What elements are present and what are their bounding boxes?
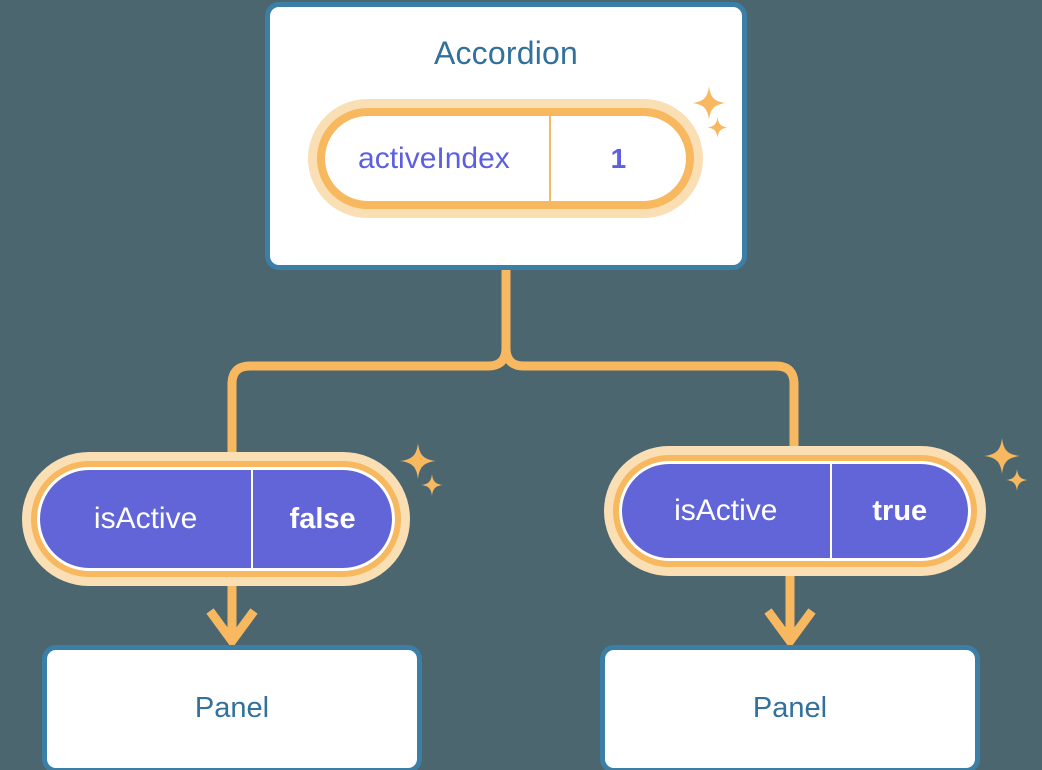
sparkle-small-icon xyxy=(1006,469,1028,491)
sparkle-icon xyxy=(400,443,436,479)
state-badge-body: activeIndex 1 xyxy=(325,116,686,201)
state-badge-is-active-true[interactable]: isActive true xyxy=(604,446,986,576)
state-badge-ring: isActive true xyxy=(613,455,977,567)
state-badge-ring: isActive false xyxy=(31,461,401,577)
state-badge-body: isActive true xyxy=(619,461,971,561)
state-value-label: false xyxy=(251,470,392,568)
state-badge-body: isActive false xyxy=(37,467,395,571)
state-badge-active-index[interactable]: activeIndex 1 xyxy=(308,99,703,218)
connector-root-to-left xyxy=(227,265,511,457)
state-key-label: isActive xyxy=(674,494,778,527)
state-key-label: activeIndex xyxy=(358,141,510,175)
state-value-label: true xyxy=(829,464,968,558)
sparkle-small-icon xyxy=(421,474,443,496)
state-badge-ring: activeIndex 1 xyxy=(317,108,694,209)
panel-card-right[interactable]: Panel xyxy=(600,645,980,770)
panel-title: Panel xyxy=(194,692,270,724)
panel-card-left[interactable]: Panel xyxy=(42,645,422,770)
connector-root-to-right xyxy=(501,265,799,451)
sparkle-icon xyxy=(984,438,1020,474)
sparkle-icon xyxy=(692,86,726,120)
state-key-label: isActive xyxy=(93,502,198,535)
page-title: Accordion xyxy=(433,35,579,71)
panel-title: Panel xyxy=(752,692,828,724)
state-badge-is-active-false[interactable]: isActive false xyxy=(22,452,410,586)
arrow-down-icon xyxy=(764,608,816,649)
arrow-down-icon xyxy=(206,608,258,649)
sparkle-small-icon xyxy=(707,117,728,138)
state-value-label: 1 xyxy=(548,116,686,201)
